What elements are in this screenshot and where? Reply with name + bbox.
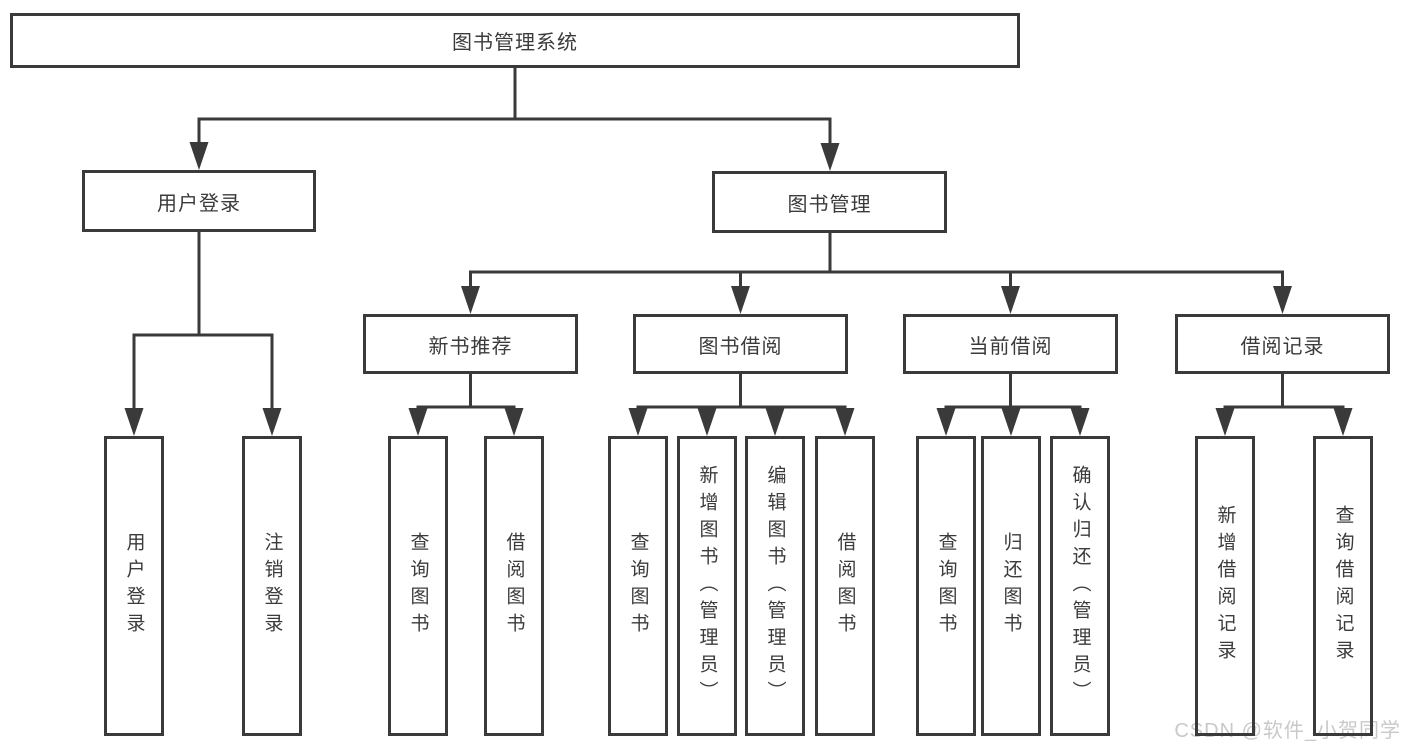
csdn-watermark: CSDN @软件_小贺同学 xyxy=(1174,720,1401,742)
leaf-cb-return-books-label: 归还图书 xyxy=(1000,532,1022,640)
node-root-system: 图书管理系统 xyxy=(10,13,1020,68)
leaf-br-query-record-label: 查询借阅记录 xyxy=(1332,505,1354,667)
leaf-user-login-label: 用户登录 xyxy=(123,532,145,640)
leaf-user-login: 用户登录 xyxy=(104,436,164,736)
leaf-bb-add-books-admin: 新增图书（管理员） xyxy=(677,436,737,736)
leaf-cb-confirm-return-admin-label: 确认归还（管理员） xyxy=(1069,464,1091,708)
leaf-br-query-record: 查询借阅记录 xyxy=(1313,436,1373,736)
node-user-login: 用户登录 xyxy=(82,170,316,232)
node-borrow-records: 借阅记录 xyxy=(1175,314,1390,374)
leaf-nbr-query-books-label: 查询图书 xyxy=(407,532,429,640)
leaf-bb-query-books: 查询图书 xyxy=(608,436,668,736)
leaf-nbr-borrow-books-label: 借阅图书 xyxy=(503,532,525,640)
leaf-cb-query-books-label: 查询图书 xyxy=(935,532,957,640)
leaf-br-add-record: 新增借阅记录 xyxy=(1195,436,1255,736)
leaf-bb-edit-books-admin-label: 编辑图书（管理员） xyxy=(764,464,786,708)
leaf-cb-query-books: 查询图书 xyxy=(916,436,976,736)
leaf-cb-return-books: 归还图书 xyxy=(981,436,1041,736)
leaf-br-add-record-label: 新增借阅记录 xyxy=(1214,505,1236,667)
leaf-nbr-query-books: 查询图书 xyxy=(388,436,448,736)
leaf-bb-edit-books-admin: 编辑图书（管理员） xyxy=(745,436,805,736)
leaf-logout: 注销登录 xyxy=(242,436,302,736)
node-book-borrow: 图书借阅 xyxy=(633,314,848,374)
node-new-book-recommend: 新书推荐 xyxy=(363,314,578,374)
leaf-cb-confirm-return-admin: 确认归还（管理员） xyxy=(1050,436,1110,736)
leaf-logout-label: 注销登录 xyxy=(261,532,283,640)
leaf-bb-query-books-label: 查询图书 xyxy=(627,532,649,640)
node-current-borrow: 当前借阅 xyxy=(903,314,1118,374)
leaf-bb-add-books-admin-label: 新增图书（管理员） xyxy=(696,464,718,708)
leaf-bb-borrow-books-label: 借阅图书 xyxy=(834,532,856,640)
leaf-nbr-borrow-books: 借阅图书 xyxy=(484,436,544,736)
node-book-management: 图书管理 xyxy=(712,171,947,233)
leaf-bb-borrow-books: 借阅图书 xyxy=(815,436,875,736)
